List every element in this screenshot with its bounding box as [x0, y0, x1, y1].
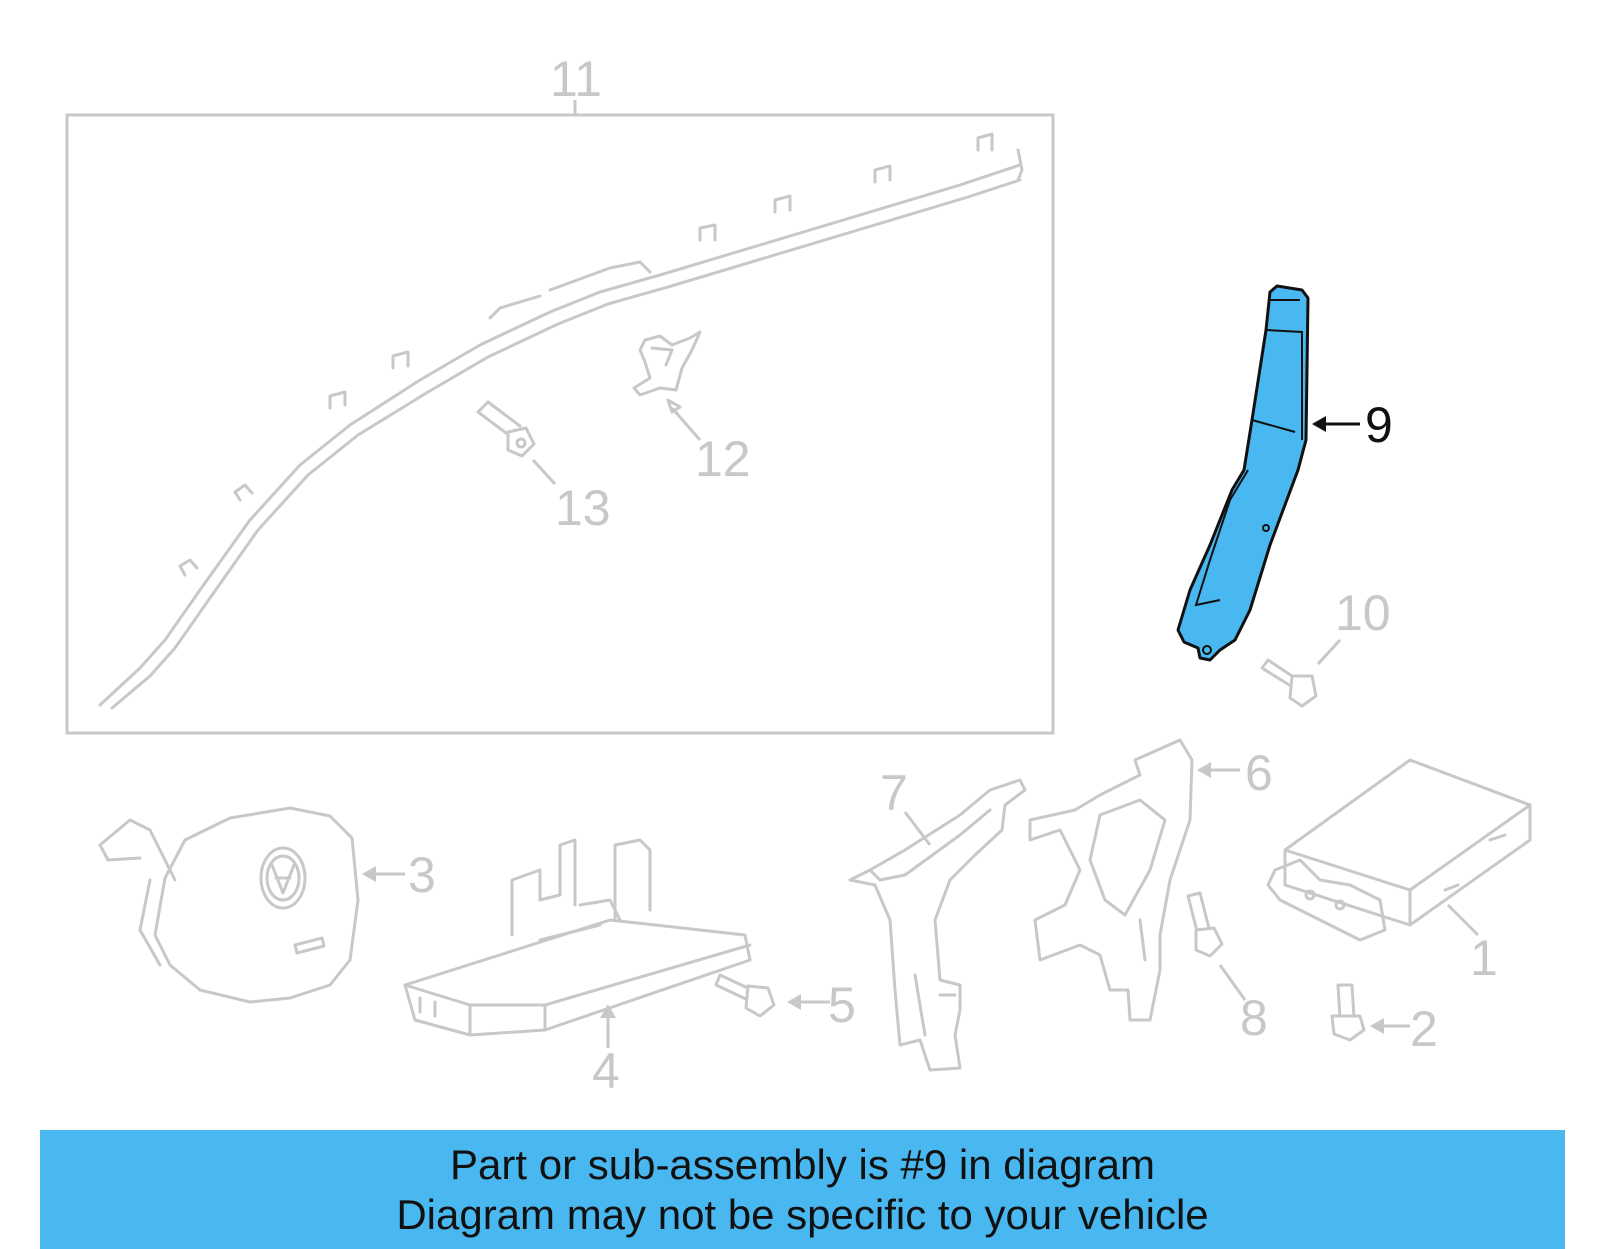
leader-8 [1218, 964, 1247, 1001]
part-8-bolt [1186, 891, 1224, 958]
banner-line-disclaimer: Diagram may not be specific to your vehi… [396, 1191, 1209, 1238]
part-12-clip [632, 330, 702, 397]
leader-13 [531, 458, 557, 486]
callout-13: 13 [555, 480, 611, 536]
part-9-side-airbag [1176, 284, 1310, 662]
callout-3: 3 [408, 847, 436, 903]
callout-4: 4 [592, 1043, 620, 1099]
leader-7 [903, 811, 932, 846]
part-3-steering-airbag [98, 806, 360, 1004]
callout-11: 11 [550, 51, 602, 107]
part-13-bolt [476, 400, 536, 458]
callout-1: 1 [1470, 930, 1498, 986]
part-9-shape [1176, 284, 1310, 662]
callout-6: 6 [1245, 745, 1273, 801]
callout-12: 12 [695, 431, 751, 487]
callout-9: 9 [1365, 397, 1393, 453]
callout-7: 7 [880, 765, 908, 821]
part-11-group-box [65, 113, 1055, 735]
leader-1 [1446, 903, 1480, 937]
part-1-passenger-airbag [1266, 758, 1532, 942]
part-10-screw [1260, 658, 1318, 708]
banner-line-part: Part or sub-assembly is #9 in diagram [450, 1141, 1155, 1188]
part-2-bolt [1330, 983, 1366, 1042]
callout-8: 8 [1240, 990, 1268, 1046]
callout-2: 2 [1410, 1001, 1438, 1057]
part-11-curtain-airbag [98, 132, 1024, 710]
part-7-bracket [848, 778, 1027, 1072]
leader-12 [670, 407, 702, 441]
leader-10 [1316, 638, 1342, 666]
info-banner: Part or sub-assembly is #9 in diagram Di… [40, 1130, 1565, 1249]
part-6-bracket [1028, 738, 1194, 1022]
part-5-bolt [714, 973, 776, 1018]
part-4-knee-airbag [403, 838, 752, 1037]
callout-5: 5 [828, 977, 856, 1033]
callout-10: 10 [1335, 585, 1391, 641]
